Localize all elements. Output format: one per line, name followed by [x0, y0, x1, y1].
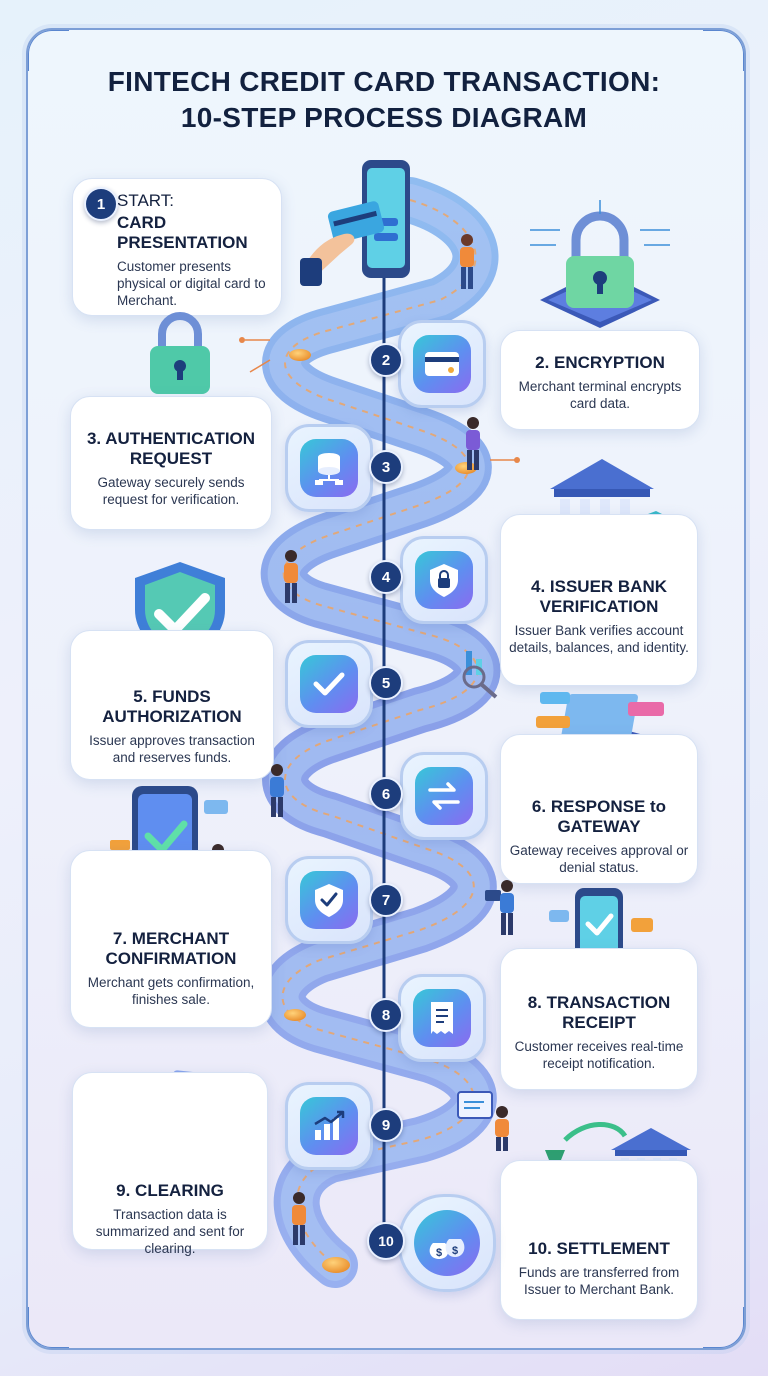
step-6-desc: Gateway receives approval or denial stat…	[509, 843, 689, 875]
step-card-10: 10. SETTLEMENT Funds are transferred fro…	[500, 1160, 698, 1320]
step-number-4: 4	[369, 560, 403, 594]
step-5-desc: Issuer approves transaction and reserves…	[89, 733, 255, 765]
step-card-9: 9. CLEARING Transaction data is summariz…	[72, 1072, 268, 1256]
page-title: FINTECH CREDIT CARD TRANSACTION: 10-STEP…	[0, 64, 768, 136]
step-3-desc: Gateway securely sends request for verif…	[97, 475, 245, 507]
step-4-title: 4. ISSUER BANK VERIFICATION	[530, 577, 668, 616]
person-icon	[270, 764, 284, 817]
step-icon-4	[400, 536, 488, 624]
padlock-icon	[150, 312, 210, 394]
step-1-pre: START:	[117, 191, 174, 210]
step-7-desc: Merchant gets confirmation, finishes sal…	[87, 975, 255, 1007]
frame-corner	[28, 1307, 69, 1348]
step-card-5: 5. FUNDS AUTHORIZATION Issuer approves t…	[70, 630, 274, 780]
road-dash	[281, 199, 479, 1266]
step-card-7: 7. MERCHANT CONFIRMATION Merchant gets c…	[70, 850, 272, 1028]
step-10-title: 10. SETTLEMENT	[528, 1239, 670, 1258]
step-1-title: CARD PRESENTATION	[117, 213, 248, 252]
magnifier-chart-icon	[462, 651, 498, 699]
step-number-7: 7	[369, 883, 403, 917]
padlock-icon	[530, 200, 670, 328]
coin-icon	[284, 1009, 306, 1021]
shield-lock-icon	[430, 564, 458, 597]
step-card-3: 3. AUTHENTICATION REQUEST Gateway secure…	[70, 396, 272, 530]
step-card-2: 2. ENCRYPTION Merchant terminal encrypts…	[500, 330, 700, 430]
step-card-4: 4. ISSUER BANK VERIFICATION Issuer Bank …	[500, 514, 698, 686]
step-icon-8	[398, 974, 486, 1062]
network-nodes	[245, 339, 515, 461]
receipt-icon	[431, 1002, 453, 1034]
card-payment-icon	[300, 160, 410, 286]
frame-corner	[703, 30, 744, 71]
step-7-title: 7. MERCHANT CONFIRMATION	[105, 929, 237, 968]
step-9-title: 9. CLEARING	[116, 1181, 224, 1200]
step-6-title-text: 6. RESPONSE to GATEWAY	[531, 797, 667, 836]
step-1-desc: Customer presents physical or digital ca…	[117, 259, 266, 308]
frame-corner	[703, 1307, 744, 1348]
title-line-1: FINTECH CREDIT CARD TRANSACTION:	[107, 66, 661, 97]
step-9-desc: Transaction data is summarized and sent …	[95, 1207, 245, 1256]
step-2-desc: Merchant terminal encrypts card data.	[518, 379, 682, 411]
svg-text:$: $	[452, 1245, 458, 1257]
step-8-desc: Customer receives real-time receipt noti…	[514, 1039, 684, 1071]
step-number-6: 6	[369, 777, 403, 811]
growth-chart-icon	[314, 1110, 345, 1140]
step-number-1: 1	[84, 187, 118, 221]
money-bags-icon: $ $	[429, 1239, 465, 1259]
step-icon-7	[285, 856, 373, 944]
step-card-6: 6. RESPONSE to GATEWAY Gateway receives …	[500, 734, 698, 884]
person-icon	[284, 550, 298, 603]
step-card-8: 8. TRANSACTION RECEIPT Customer receives…	[500, 948, 698, 1090]
step-number-3: 3	[369, 450, 403, 484]
person-icon	[466, 417, 480, 470]
credit-card-icon	[425, 352, 459, 376]
title-line-2: 10-STEP PROCESS DIAGRAM	[180, 102, 588, 133]
presenter-screen-icon	[457, 1091, 509, 1151]
step-number-2: 2	[369, 343, 403, 377]
step-number-5: 5	[369, 666, 403, 700]
step-3-title: 3. AUTHENTICATION REQUEST	[86, 429, 256, 468]
step-6-title: 6. RESPONSE to GATEWAY	[509, 797, 689, 837]
step-5-title: 5. FUNDS AUTHORIZATION	[102, 687, 242, 726]
step-10-desc: Funds are transferred from Issuer to Mer…	[518, 1265, 680, 1297]
person-icon	[292, 1192, 306, 1245]
coin-icon	[289, 349, 311, 361]
coin-icon	[322, 1257, 350, 1273]
step-icon-3	[285, 424, 373, 512]
checkmark-icon	[313, 672, 345, 696]
step-icon-5	[285, 640, 373, 728]
svg-text:$: $	[436, 1247, 442, 1259]
exchange-arrows-icon	[428, 782, 460, 810]
step-icon-10: $ $	[398, 1194, 496, 1292]
step-card-1: START: CARD PRESENTATION Customer presen…	[72, 178, 282, 316]
step-icon-6	[400, 752, 488, 840]
person-icon	[485, 880, 514, 935]
step-number-10: 10	[367, 1222, 405, 1260]
frame-corner	[28, 30, 69, 71]
person-icon	[460, 234, 474, 289]
shield-check-small-icon	[315, 884, 343, 917]
step-4-desc: Issuer Bank verifies account details, ba…	[509, 623, 689, 655]
step-icon-2	[398, 320, 486, 408]
step-8-title: 8. TRANSACTION RECEIPT	[527, 993, 671, 1032]
database-network-icon	[315, 453, 343, 485]
step-number-9: 9	[369, 1108, 403, 1142]
step-number-8: 8	[369, 998, 403, 1032]
step-2-title: 2. ENCRYPTION	[535, 353, 665, 372]
step-icon-9	[285, 1082, 373, 1170]
